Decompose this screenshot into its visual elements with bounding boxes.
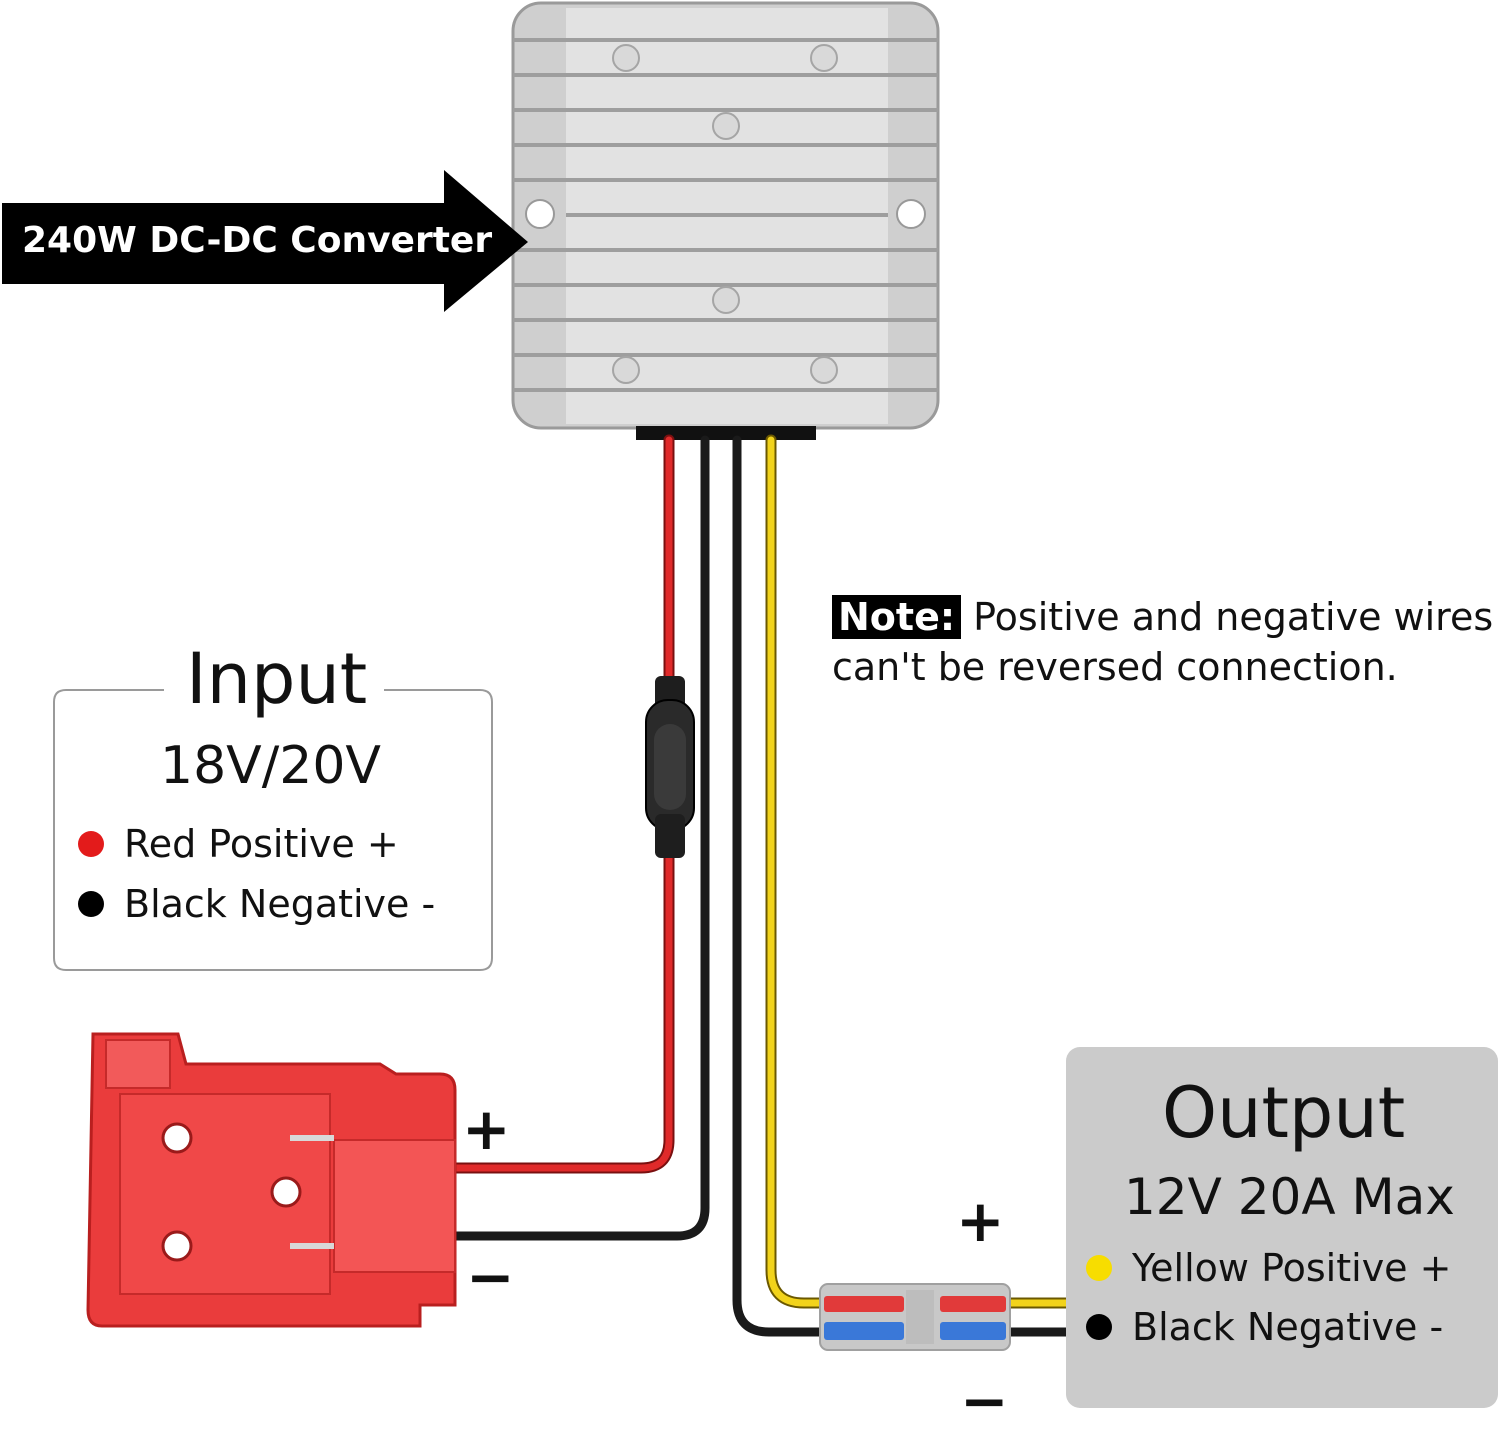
input-legend-red-text: Red Positive + (124, 822, 399, 866)
lever-connector (819, 1283, 1011, 1351)
note-text-line2: can't be reversed connection. (832, 645, 1398, 689)
note-tag: Note: (832, 595, 962, 639)
red-wire (451, 436, 673, 1172)
mount-hole-right (896, 199, 926, 229)
output-legend-yellow-text: Yellow Positive + (1132, 1246, 1452, 1290)
output-plus-sign: + (956, 1187, 1005, 1255)
input-legend-black: Black Negative - (78, 882, 435, 926)
red-wire-outline (449, 434, 675, 1174)
output-voltage: 12V 20A Max (1124, 1168, 1455, 1226)
black-dot-icon (78, 891, 104, 917)
red-dot-icon (78, 831, 104, 857)
mount-hole-left (525, 199, 555, 229)
note: Note: Positive and negative wires can't … (832, 592, 1493, 692)
input-title: Input (186, 638, 368, 720)
converter-screws (612, 44, 838, 384)
yellow-dot-icon (1086, 1255, 1112, 1281)
input-minus-sign: − (466, 1243, 515, 1311)
output-legend-black: Black Negative - (1086, 1305, 1443, 1349)
input-box (53, 689, 493, 971)
output-legend-black-text: Black Negative - (1132, 1305, 1444, 1349)
heatsink-fins (513, 38, 938, 392)
yellow-wire (767, 436, 1070, 1307)
battery-adapter (86, 1032, 457, 1328)
output-title: Output (1162, 1072, 1406, 1154)
wires (449, 434, 1072, 1337)
output-box (1066, 1047, 1498, 1408)
converter-label: 240W DC-DC Converter (22, 220, 493, 261)
input-legend-black-text: Black Negative - (124, 882, 436, 926)
dc-dc-converter (511, 1, 940, 440)
input-black-wire (450, 435, 710, 1241)
input-legend-red: Red Positive + (78, 822, 399, 866)
inline-fuse-holder (645, 676, 695, 858)
output-legend-yellow: Yellow Positive + (1086, 1246, 1451, 1290)
note-text: Positive and negative wires (961, 595, 1494, 639)
pointer-arrow (2, 170, 528, 312)
cable-gland (636, 426, 816, 440)
black-dot-icon (1086, 1314, 1112, 1340)
input-voltage: 18V/20V (160, 736, 381, 796)
output-minus-sign: − (960, 1367, 1009, 1435)
yellow-wire-outline (765, 434, 1072, 1309)
input-plus-sign: + (462, 1095, 511, 1163)
output-black-wire (732, 435, 1071, 1337)
